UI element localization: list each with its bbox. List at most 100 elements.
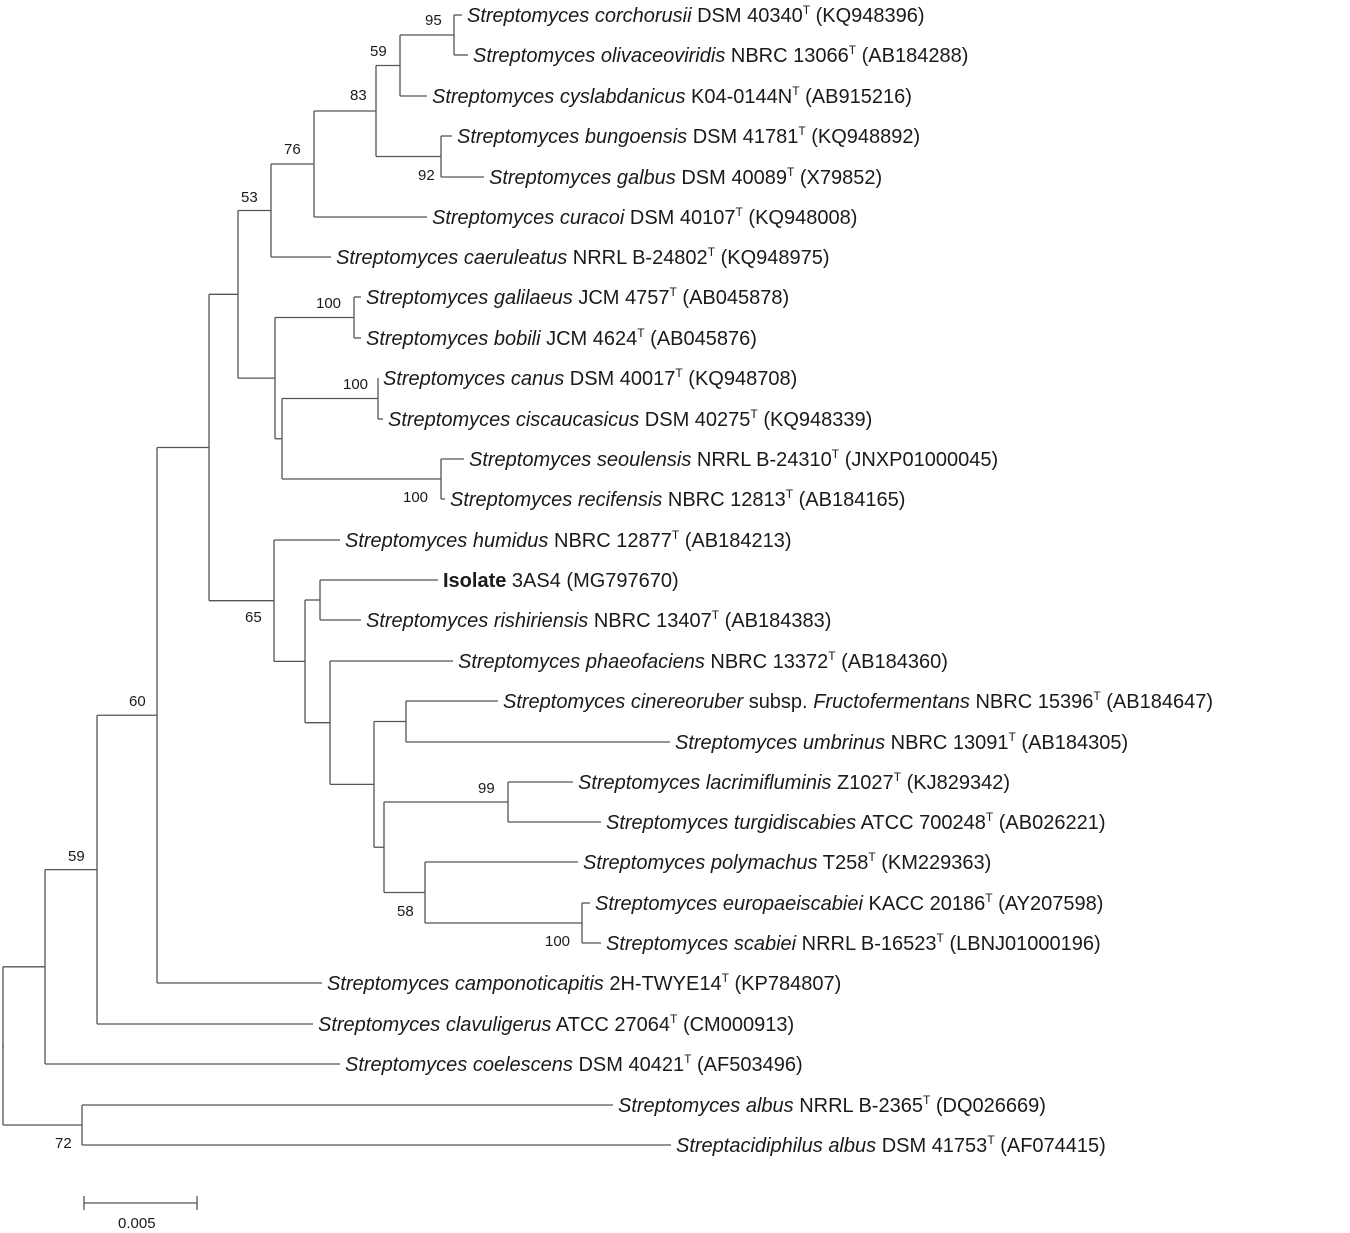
taxon-strain: DSM 41753 bbox=[882, 1135, 988, 1157]
type-strain-superscript: T bbox=[832, 447, 840, 461]
taxon-accession: (KQ948708) bbox=[688, 368, 797, 390]
taxon-label: Streptomyces umbrinus NBRC 13091T (AB184… bbox=[675, 730, 1128, 754]
taxon-genus: Streptomyces bbox=[450, 489, 572, 511]
taxon-species: scabiei bbox=[734, 933, 797, 955]
taxon-strain: NRRL B-24802 bbox=[573, 247, 708, 269]
taxon-label: Streptomyces clavuligerus ATCC 27064T (C… bbox=[318, 1012, 794, 1036]
taxon-accession: (CM000913) bbox=[683, 1014, 794, 1036]
taxon-species: galbus bbox=[617, 167, 676, 189]
bootstrap-value: 100 bbox=[545, 933, 570, 950]
bootstrap-value: 58 bbox=[397, 903, 414, 920]
taxon-accession: (DQ026669) bbox=[936, 1095, 1046, 1117]
type-strain-superscript: T bbox=[803, 3, 811, 17]
tree-branches bbox=[2, 14, 671, 1146]
taxon-label: Streptomyces lacrimifluminis Z1027T (KJ8… bbox=[578, 770, 1010, 794]
taxon-genus: Streptomyces bbox=[467, 5, 589, 27]
taxon-strain: DSM 41781 bbox=[693, 126, 799, 148]
bootstrap-value: 92 bbox=[418, 167, 435, 184]
bootstrap-value: 100 bbox=[343, 376, 368, 393]
taxon-species: corchorusii bbox=[595, 5, 692, 27]
taxon-strain: NBRC 13066 bbox=[731, 45, 849, 67]
taxon-strain: ATCC 27064 bbox=[556, 1014, 670, 1036]
type-strain-superscript: T bbox=[637, 326, 645, 340]
taxon-species: caeruleatus bbox=[464, 247, 567, 269]
type-strain-superscript: T bbox=[923, 1093, 931, 1107]
type-strain-superscript: T bbox=[792, 84, 800, 98]
taxon-accession: (KP784807) bbox=[735, 973, 842, 995]
taxon-subsp-marker: subsp. bbox=[749, 691, 808, 713]
type-strain-superscript: T bbox=[675, 366, 683, 380]
taxon-genus: Streptomyces bbox=[432, 207, 554, 229]
taxon-strain: K04-0144N bbox=[691, 86, 792, 108]
scale-bar-label: 0.005 bbox=[118, 1215, 156, 1232]
taxon-accession: (AB045878) bbox=[682, 287, 789, 309]
taxon-species: phaeofaciens bbox=[585, 651, 705, 673]
taxon-label: Isolate 3AS4 (MG797670) bbox=[443, 570, 679, 592]
type-strain-superscript: T bbox=[868, 850, 876, 864]
taxon-species: europaeiscabiei bbox=[723, 893, 864, 915]
taxon-labels: Streptomyces corchorusii DSM 40340T (KQ9… bbox=[318, 3, 1213, 1157]
taxon-species: turgidiscabies bbox=[734, 812, 856, 834]
taxon-label: Streptomyces canus DSM 40017T (KQ948708) bbox=[383, 366, 797, 390]
taxon-species: rishiriensis bbox=[494, 610, 588, 632]
taxon-genus: Streptomyces bbox=[366, 287, 488, 309]
taxon-genus: Streptomyces bbox=[606, 933, 728, 955]
taxon-label: Streptomyces bobili JCM 4624T (AB045876) bbox=[366, 326, 757, 350]
type-strain-superscript: T bbox=[849, 43, 857, 57]
taxon-species: lacrimifluminis bbox=[706, 772, 832, 794]
taxon-strain: Z1027 bbox=[837, 772, 894, 794]
taxon-strain: NBRC 13091 bbox=[891, 732, 1009, 754]
type-strain-superscript: T bbox=[1009, 730, 1017, 744]
bootstrap-value: 59 bbox=[68, 848, 85, 865]
taxon-species: canus bbox=[511, 368, 564, 390]
taxon-label: Streptomyces galbus DSM 40089T (X79852) bbox=[489, 165, 882, 189]
taxon-label: Streptomyces caeruleatus NRRL B-24802T (… bbox=[336, 245, 830, 269]
taxon-strain: DSM 40275 bbox=[645, 409, 751, 431]
taxon-species: bungoensis bbox=[585, 126, 687, 148]
type-strain-superscript: T bbox=[1093, 689, 1101, 703]
bootstrap-value: 72 bbox=[55, 1135, 72, 1152]
taxon-accession: (AB026221) bbox=[999, 812, 1106, 834]
taxon-accession: (AY207598) bbox=[998, 893, 1103, 915]
taxon-label: Streptomyces ciscaucasicus DSM 40275T (K… bbox=[388, 407, 872, 431]
taxon-strain: KACC 20186 bbox=[869, 893, 986, 915]
type-strain-superscript: T bbox=[798, 124, 806, 138]
taxon-accession: (AB184360) bbox=[841, 651, 948, 673]
taxon-accession: (KQ948339) bbox=[763, 409, 872, 431]
taxon-label: Streptomyces rishiriensis NBRC 13407T (A… bbox=[366, 608, 831, 632]
taxon-genus: Streptomyces bbox=[366, 328, 488, 350]
taxon-accession: (MG797670) bbox=[566, 570, 678, 592]
taxon-strain: 2H-TWYE14 bbox=[609, 973, 721, 995]
taxon-genus: Streptomyces bbox=[345, 530, 467, 552]
taxon-label: Streptomyces phaeofaciens NBRC 13372T (A… bbox=[458, 649, 948, 673]
taxon-bold-name: Isolate bbox=[443, 570, 506, 592]
taxon-label: Streptomyces olivaceoviridis NBRC 13066T… bbox=[473, 43, 968, 67]
type-strain-superscript: T bbox=[684, 1052, 692, 1066]
taxon-label: Streptomyces polymachus T258T (KM229363) bbox=[583, 850, 991, 874]
taxon-strain: ATCC 700248 bbox=[861, 812, 986, 834]
taxon-genus: Streptomyces bbox=[618, 1095, 740, 1117]
taxon-label: Streptomyces europaeiscabiei KACC 20186T… bbox=[595, 891, 1103, 915]
taxon-genus: Streptomyces bbox=[388, 409, 510, 431]
taxon-genus: Streptomyces bbox=[503, 691, 625, 713]
type-strain-superscript: T bbox=[712, 608, 720, 622]
taxon-accession: (LBNJ01000196) bbox=[949, 933, 1100, 955]
taxon-species: galilaeus bbox=[494, 287, 573, 309]
taxon-strain: T258 bbox=[823, 852, 869, 874]
type-strain-superscript: T bbox=[985, 891, 993, 905]
taxon-accession: (AB184305) bbox=[1021, 732, 1128, 754]
taxon-species: bobili bbox=[494, 328, 541, 350]
bootstrap-value: 100 bbox=[316, 295, 341, 312]
type-strain-superscript: T bbox=[750, 407, 758, 421]
taxon-accession: (AB184383) bbox=[725, 610, 832, 632]
taxon-accession: (AF074415) bbox=[1000, 1135, 1106, 1157]
type-strain-superscript: T bbox=[670, 1012, 678, 1026]
taxon-strain: NRRL B-16523 bbox=[802, 933, 937, 955]
taxon-genus: Streptomyces bbox=[473, 45, 595, 67]
taxon-species: humidus bbox=[473, 530, 549, 552]
taxon-accession: (AB915216) bbox=[805, 86, 912, 108]
taxon-species: clavuligerus bbox=[446, 1014, 552, 1036]
type-strain-superscript: T bbox=[937, 931, 945, 945]
type-strain-superscript: T bbox=[987, 1133, 995, 1147]
